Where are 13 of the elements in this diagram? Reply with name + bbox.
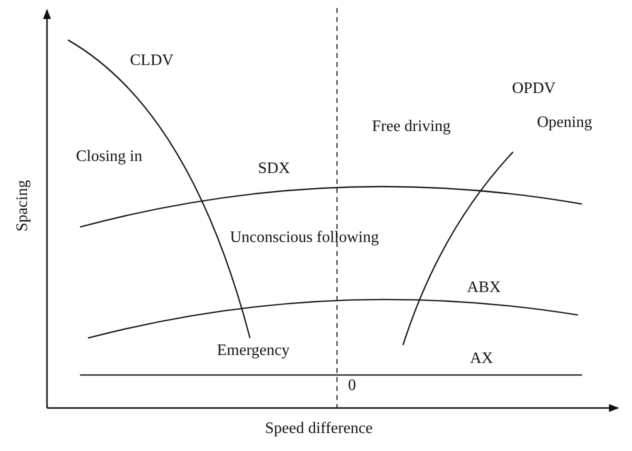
- curve-label: SDX: [258, 160, 290, 178]
- region-label: Closing in: [76, 148, 142, 166]
- curve-label: CLDV: [130, 52, 174, 70]
- axis-title: Spacing: [14, 180, 32, 232]
- region-label: Unconscious following: [230, 229, 379, 247]
- region-label: Opening: [537, 114, 592, 132]
- axis-title: Speed difference: [265, 420, 373, 438]
- axis-origin-label: 0: [348, 377, 356, 395]
- region-label: Emergency: [217, 342, 290, 360]
- curve-label: AX: [470, 350, 494, 368]
- curve-label: OPDV: [512, 80, 556, 98]
- region-label: Free driving: [372, 118, 451, 136]
- curve-label: ABX: [467, 279, 501, 297]
